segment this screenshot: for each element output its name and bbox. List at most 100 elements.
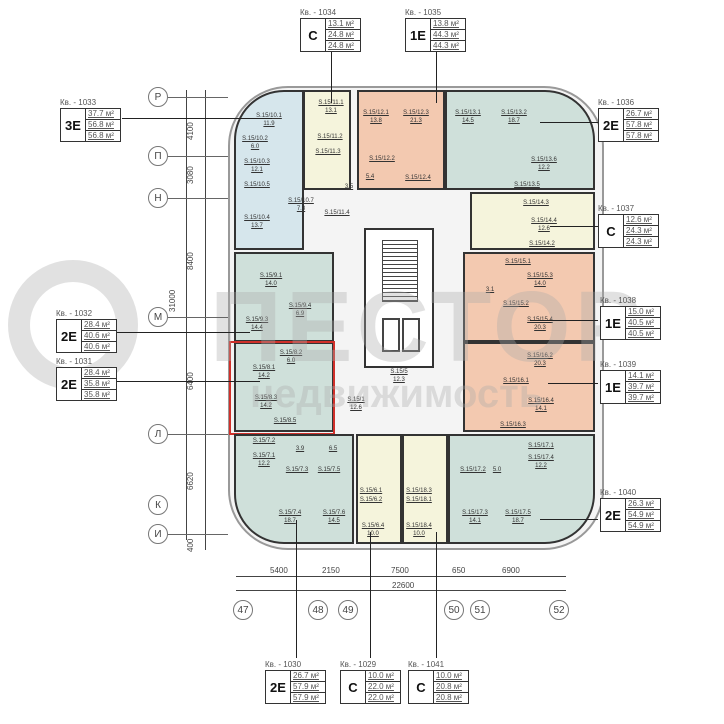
apartment-zone-1037[interactable]	[470, 192, 595, 250]
dimension-value: 8400	[186, 252, 195, 270]
axis-line	[168, 534, 228, 535]
living-area: 10.0 м²	[366, 671, 400, 682]
room-label: S.15/15.2	[503, 301, 529, 307]
dimension-line-vertical	[205, 90, 206, 550]
room-label: 6.5	[328, 446, 338, 452]
apartment-zone-1035[interactable]	[357, 90, 445, 190]
apartment-zone-1033[interactable]	[234, 90, 304, 250]
axis-line	[168, 434, 228, 435]
apartment-number: Кв. - 1039	[600, 360, 637, 369]
total-area: 35.8 м²	[82, 379, 116, 390]
apartment-zone-1036[interactable]	[445, 90, 595, 190]
apartment-type: С	[341, 671, 366, 703]
living-area: 10.0 м²	[434, 671, 468, 682]
apartment-zone-1030[interactable]	[234, 434, 354, 544]
leader-line	[540, 122, 598, 123]
room-label: S.15/13.5	[514, 182, 540, 188]
apartment-number: Кв. - 1035	[405, 8, 442, 17]
room-label: S.15/18.1	[406, 497, 432, 503]
dimension-value: 6900	[502, 566, 520, 575]
total-area-with-balcony: 20.8 м²	[436, 693, 462, 702]
dimension-line-horizontal	[236, 576, 566, 577]
apartment-zone-1029[interactable]	[356, 434, 402, 544]
room-label: S.15/6.1	[359, 488, 383, 494]
apartment-zone-1039[interactable]	[463, 342, 595, 432]
axis-marker-row: Л	[148, 424, 168, 444]
axis-marker-col: 51	[470, 600, 490, 620]
leader-line	[100, 332, 250, 333]
apartment-number: Кв. - 1033	[60, 98, 97, 107]
total-area: 44.3 м²	[431, 30, 465, 41]
room-label: S.15/14.2	[529, 241, 555, 247]
room-label: S.15/15.420.3	[527, 317, 553, 331]
apartment-number: Кв. - 1038	[600, 296, 637, 305]
axis-marker-row: Н	[148, 188, 168, 208]
room-label: 3.5	[344, 184, 354, 190]
total-area: 24.8 м²	[326, 30, 360, 41]
leader-line	[540, 519, 598, 520]
total-area: 40.6 м²	[82, 331, 116, 342]
apartment-zone-1034[interactable]	[303, 90, 351, 190]
leader-line	[122, 118, 272, 119]
apartment-zone-1040[interactable]	[448, 434, 595, 544]
room-label: S.15/12.2	[369, 156, 395, 162]
total-area: 22.0 м²	[366, 682, 400, 693]
apartment-number: Кв. - 1032	[56, 309, 93, 318]
apartment-number: Кв. - 1031	[56, 357, 93, 366]
apartment-zone-1031[interactable]	[234, 342, 334, 432]
axis-marker-col: 49	[338, 600, 358, 620]
apartment-zone-1032[interactable]	[234, 252, 334, 342]
apartment-type: 1Е	[601, 307, 626, 339]
axis-marker-row: Р	[148, 87, 168, 107]
axis-line	[168, 317, 228, 318]
dimension-value: 5400	[270, 566, 288, 575]
dimension-line-vertical	[186, 90, 187, 540]
axis-line	[168, 198, 228, 199]
total-area: 57.9 м²	[291, 682, 325, 693]
living-area: 26.7 м²	[624, 109, 658, 120]
apartment-zone-1038[interactable]	[463, 252, 595, 342]
leader-line	[331, 49, 332, 103]
total-area: 40.5 м²	[626, 318, 660, 329]
total-area: 20.8 м²	[434, 682, 468, 693]
apartment-type: 2Е	[601, 499, 626, 531]
room-label: S.15/14.3	[523, 200, 549, 206]
apartment-zone-1041[interactable]	[402, 434, 448, 544]
room-label: S.15/16.3	[500, 422, 526, 428]
living-area: 37.7 м²	[86, 109, 120, 120]
stairs	[382, 240, 418, 302]
apartment-type: 2Е	[57, 368, 82, 400]
axis-marker-row: К	[148, 495, 168, 515]
